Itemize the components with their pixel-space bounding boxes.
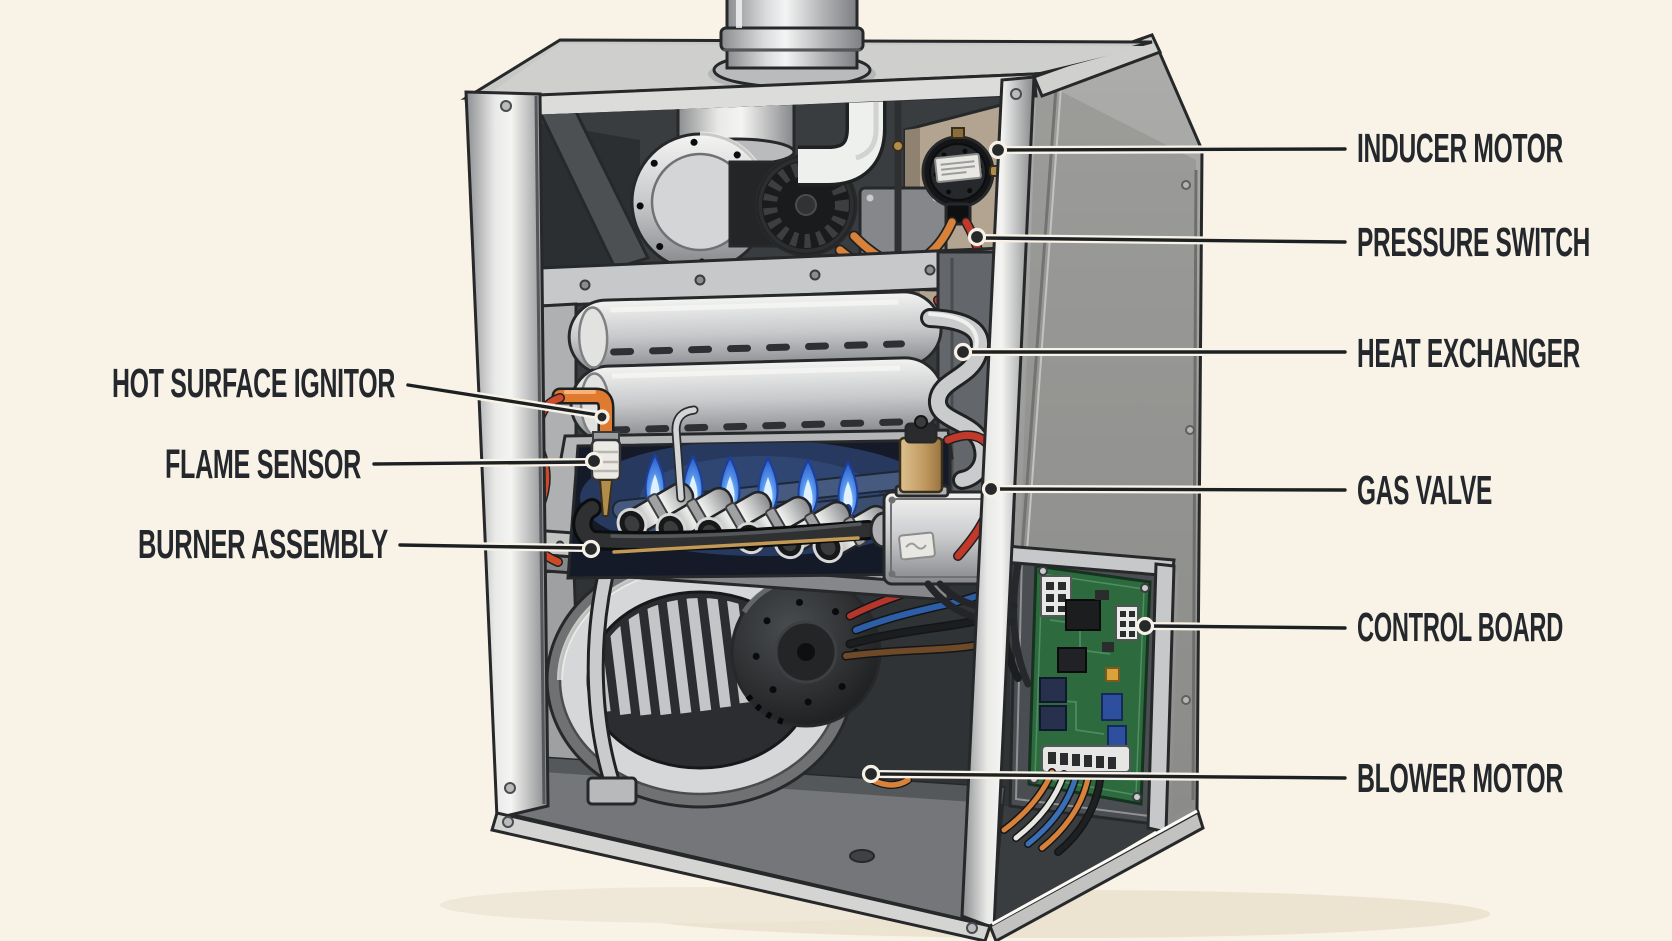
label-blower-motor: BLOWER MOTOR (1357, 755, 1563, 801)
leader-dot (953, 342, 973, 362)
leader-line (1149, 624, 1347, 630)
leader-line (981, 236, 1347, 244)
leader-line (406, 383, 600, 417)
valve-solenoid (898, 436, 944, 494)
leader-dot (1135, 616, 1155, 636)
callout-control-board: CONTROL BOARD (1135, 604, 1564, 650)
leader-dot (584, 451, 604, 471)
rivet (966, 922, 978, 934)
label-control-board: CONTROL BOARD (1357, 604, 1563, 650)
leader-dot (988, 140, 1008, 160)
callout-gas-valve: GAS VALVE (981, 467, 1493, 513)
label-gas-valve: GAS VALVE (1357, 467, 1492, 513)
callout-flame-sensor: FLAME SENSOR (165, 441, 604, 487)
rivet (502, 816, 514, 828)
callout-burner-assembly: BURNER ASSEMBLY (138, 521, 601, 567)
callout-hot-surface-ignitor: HOT SURFACE IGNITOR (112, 360, 610, 425)
gas-manifold (572, 498, 878, 554)
callouts: HOT SURFACE IGNITOR FLAME SENSOR BURNER … (112, 125, 1591, 801)
label-hot-surface-ignitor: HOT SURFACE IGNITOR (112, 360, 395, 406)
callout-heat-exchanger: HEAT EXCHANGER (953, 330, 1581, 376)
rivet (500, 100, 512, 112)
callout-pressure-switch: PRESSURE SWITCH (967, 219, 1591, 265)
bottom-rail (490, 811, 992, 941)
leader-dot (981, 479, 1001, 499)
control-board-pcb (1027, 564, 1152, 806)
callout-inducer-motor: INDUCER MOTOR (988, 125, 1564, 171)
rivet (1010, 88, 1022, 100)
leader-line (372, 460, 589, 466)
leader-line (1002, 147, 1347, 152)
leader-dot (581, 539, 601, 559)
leader-dot (861, 764, 881, 784)
leader-dot (967, 227, 987, 247)
furnace-cabinet (460, 0, 1205, 941)
label-flame-sensor: FLAME SENSOR (165, 441, 361, 487)
burner-area (525, 387, 952, 580)
hot-surface-ignitor-device (551, 387, 622, 517)
label-burner-assembly: BURNER ASSEMBLY (138, 521, 388, 567)
leader-line (995, 487, 1347, 492)
leader-line (875, 772, 1347, 780)
flame-sensor-rod (671, 405, 699, 503)
left-post (464, 90, 550, 820)
leader-dot (594, 409, 610, 425)
wire-harness (1000, 768, 1104, 856)
flue-pipe (708, 0, 876, 92)
label-inducer-motor: INDUCER MOTOR (1357, 125, 1563, 171)
cabinet-front-frame (464, 75, 1205, 941)
heat-exchanger-drums (567, 290, 945, 444)
leader-line (398, 543, 586, 550)
callout-blower-motor: BLOWER MOTOR (861, 755, 1564, 801)
label-pressure-switch: PRESSURE SWITCH (1357, 219, 1590, 265)
label-heat-exchanger: HEAT EXCHANGER (1357, 330, 1580, 376)
rivet (504, 782, 516, 794)
burner-flames (644, 452, 859, 523)
